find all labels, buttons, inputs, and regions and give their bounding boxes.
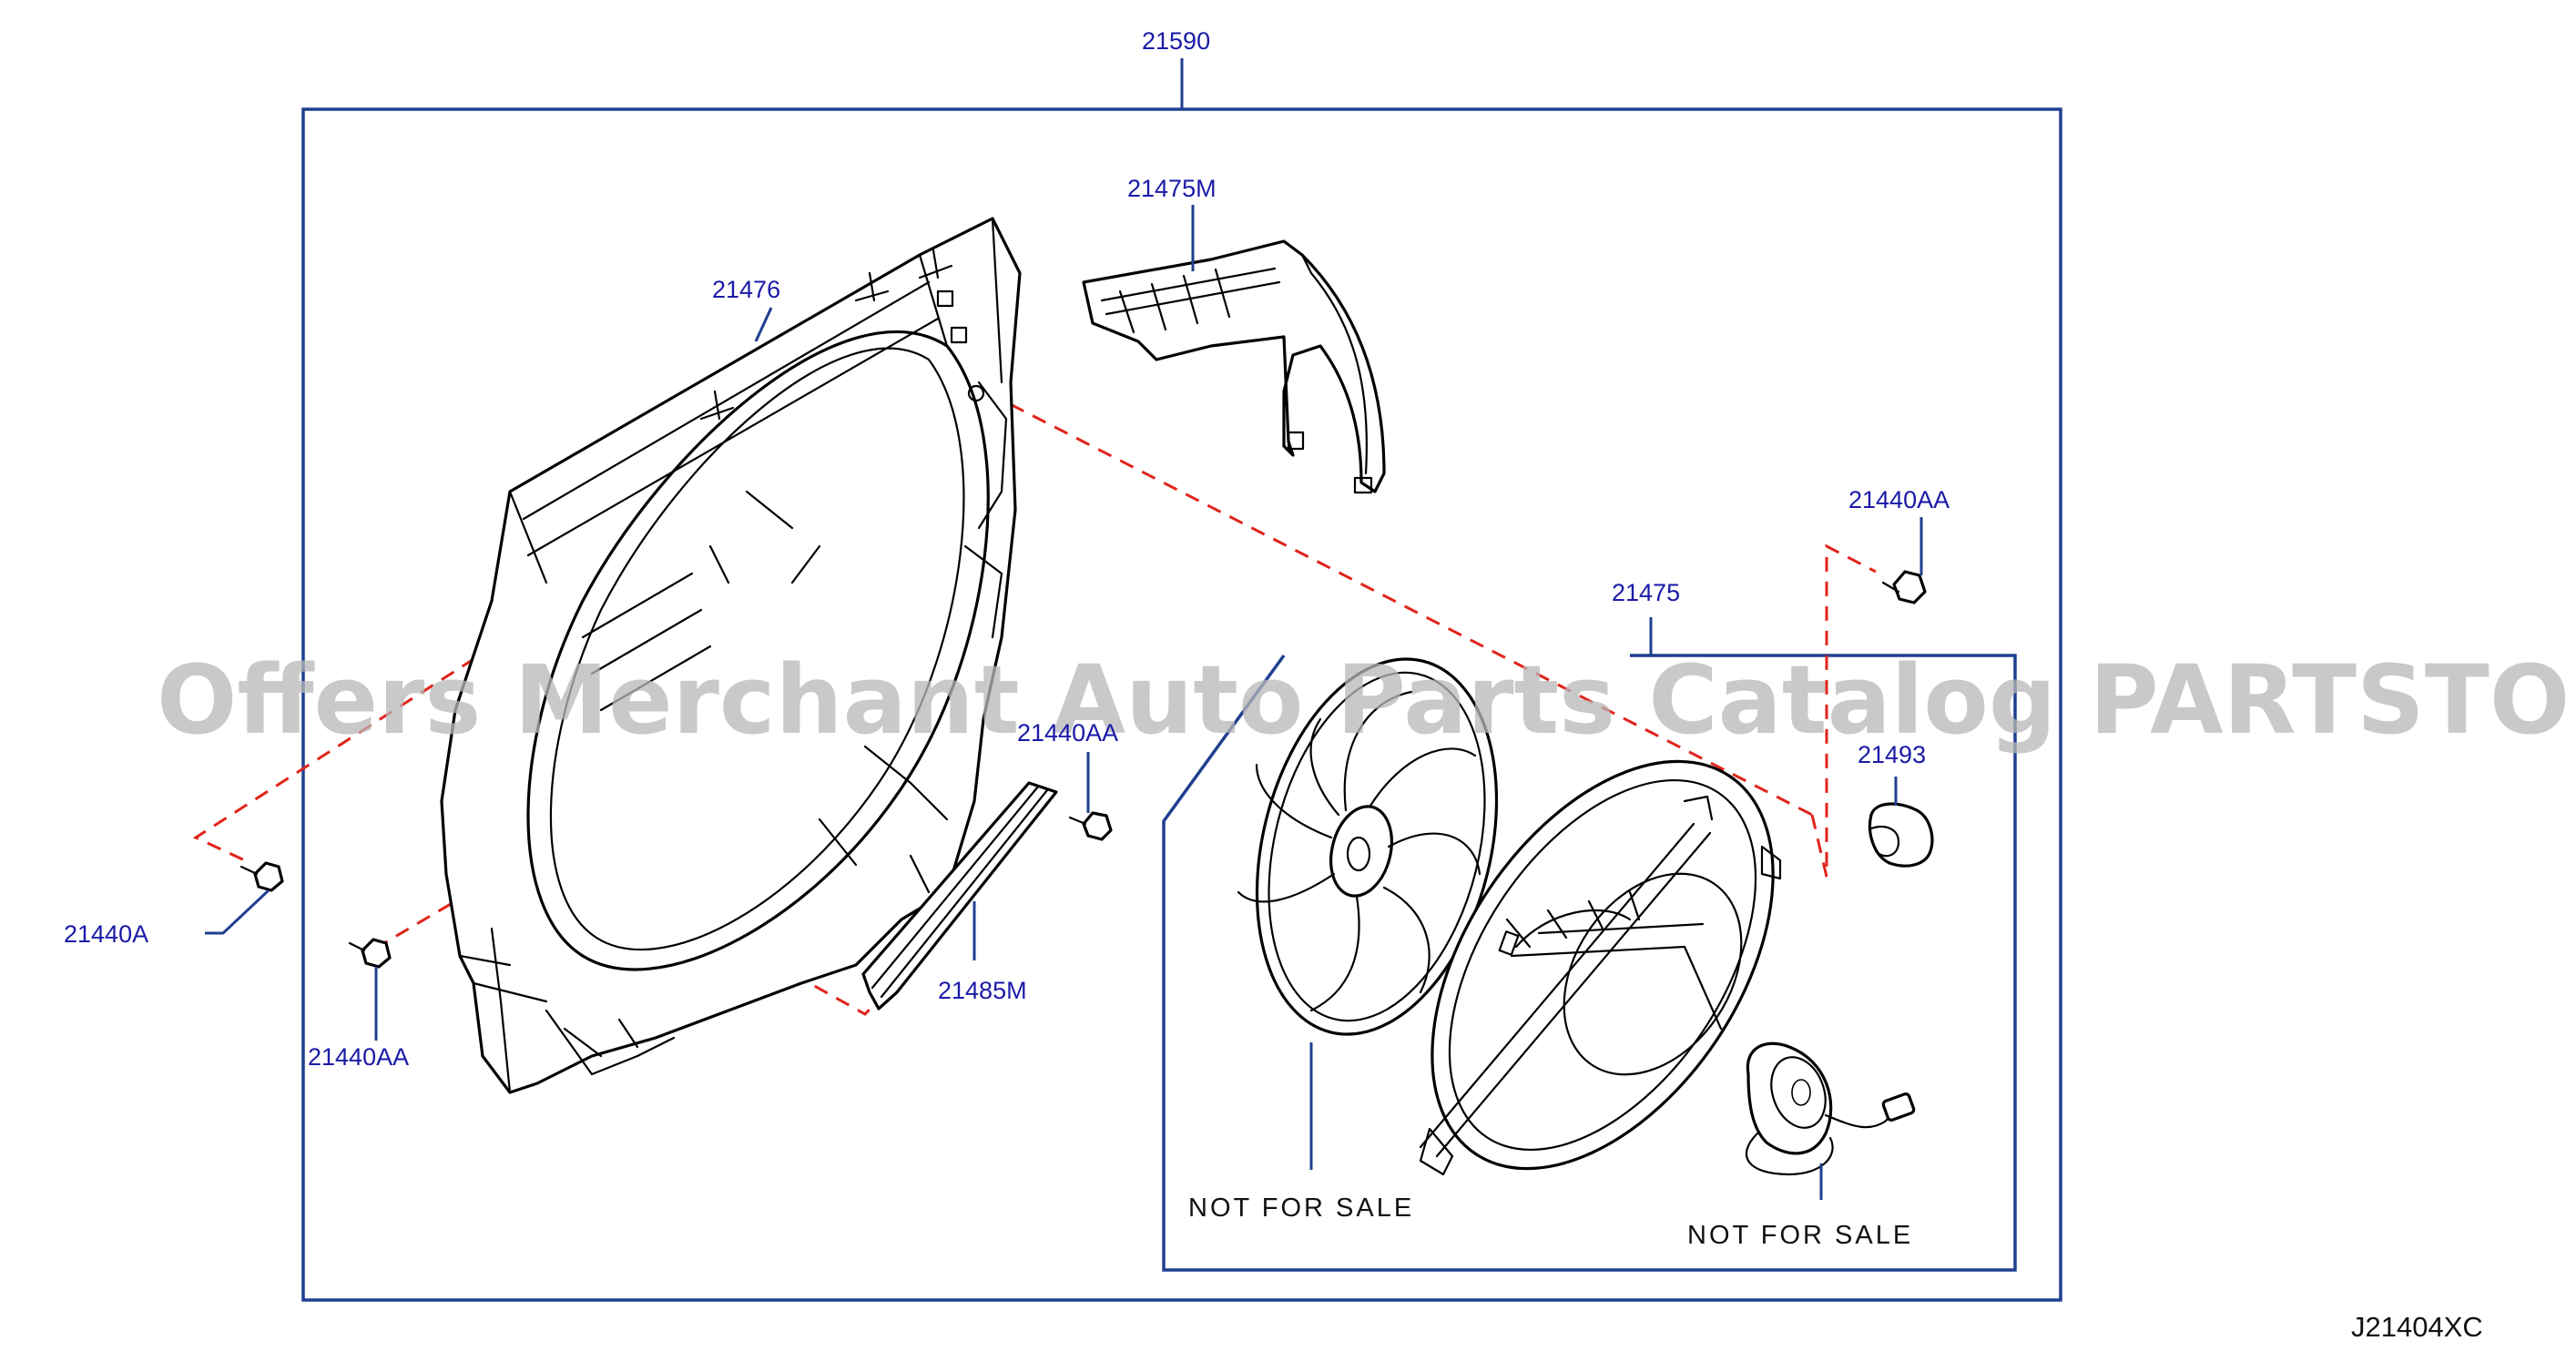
assembly-frame-21590 (301, 58, 2062, 1302)
bolt-21440A-left (205, 861, 284, 935)
fan-motor (1746, 1041, 1916, 1200)
label-21590: 21590 (1142, 27, 1210, 55)
label-21440AA-bottom: 21440AA (308, 1043, 409, 1071)
note-fan-not-for-sale: NOT FOR SALE (1188, 1194, 1414, 1223)
fan-shroud-21476 (440, 217, 1022, 1094)
bushing-21493 (1868, 777, 1934, 868)
fan-motor-frame (1419, 759, 1782, 1176)
label-21485M: 21485M (938, 977, 1027, 1004)
label-21475: 21475 (1612, 579, 1680, 606)
bolt-21440AA-right (1881, 517, 1927, 604)
bolt-21440AA-bottom (348, 938, 392, 1041)
label-21493: 21493 (1858, 741, 1926, 768)
label-21440AA-center: 21440AA (1017, 719, 1118, 747)
label-21475M: 21475M (1127, 175, 1217, 202)
upper-duct-21475M (1082, 239, 1386, 494)
note-motor-not-for-sale: NOT FOR SALE (1687, 1221, 1913, 1250)
alignment-dashed-lines (192, 391, 1877, 1016)
diagram-code: J21404XC (2351, 1311, 2483, 1343)
bolt-21440AA-center (1068, 752, 1113, 841)
subassembly-frame-21475 (1162, 617, 2017, 1272)
label-21440AA-right: 21440AA (1848, 486, 1950, 513)
label-21476: 21476 (712, 276, 780, 303)
label-leaders (754, 205, 1195, 342)
fan-blade (1237, 657, 1499, 1170)
seal-strip-21485M (861, 781, 1058, 1011)
label-21440A: 21440A (64, 920, 148, 948)
watermark: Offers Merchant Auto Parts Catalog PARTS… (157, 645, 2576, 756)
